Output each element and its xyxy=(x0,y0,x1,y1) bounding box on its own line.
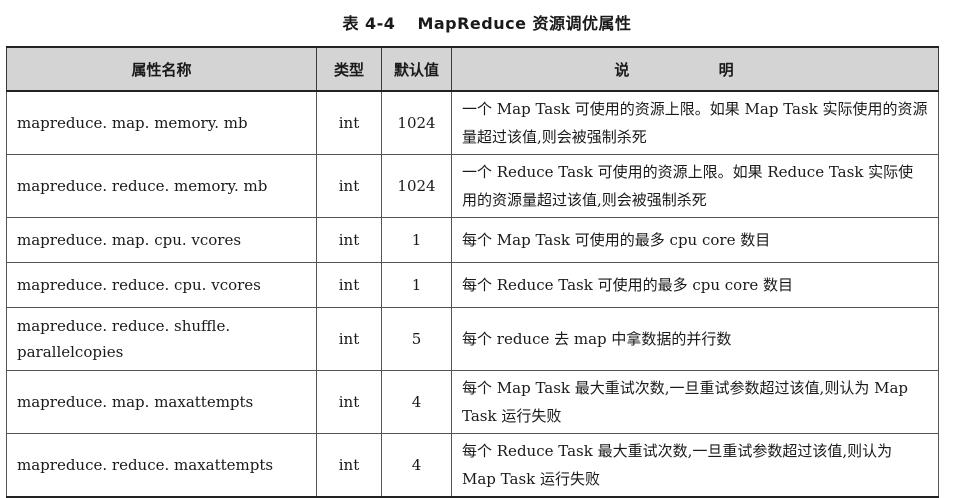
property-name: mapreduce. reduce. shuffle. parallelcopi… xyxy=(6,307,317,371)
property-description: 一个 Reduce Task 可使用的资源上限。如果 Reduce Task 实… xyxy=(451,154,939,218)
property-default: 4 xyxy=(381,433,452,498)
property-name: mapreduce. map. memory. mb xyxy=(6,90,317,155)
property-name: mapreduce. reduce. memory. mb xyxy=(6,154,317,218)
table-row: mapreduce. reduce. cpu. vcores int 1 每个 … xyxy=(6,262,939,308)
property-description: 每个 Reduce Task 可使用的最多 cpu core 数目 xyxy=(451,262,939,308)
property-description: 每个 Reduce Task 最大重试次数,一旦重试参数超过该值,则认为 Map… xyxy=(451,433,939,498)
property-default: 1024 xyxy=(381,154,452,218)
property-default: 1 xyxy=(381,262,452,308)
property-name: mapreduce. reduce. cpu. vcores xyxy=(6,262,317,308)
header-type: 类型 xyxy=(316,46,382,92)
table-row: mapreduce. map. memory. mb int 1024 一个 M… xyxy=(6,90,939,155)
property-description: 一个 Map Task 可使用的资源上限。如果 Map Task 实际使用的资源… xyxy=(451,90,939,155)
properties-table: 属性名称 类型 默认值 说 明 mapreduce. map. memory. … xyxy=(6,46,939,498)
property-type: int xyxy=(316,370,382,434)
property-default: 1024 xyxy=(381,90,452,155)
header-row: 属性名称 类型 默认值 说 明 xyxy=(6,46,939,92)
table-row: mapreduce. map. maxattempts int 4 每个 Map… xyxy=(6,370,939,434)
property-type: int xyxy=(316,262,382,308)
property-name: mapreduce. reduce. maxattempts xyxy=(6,433,317,498)
table-number: 表 4-4 xyxy=(342,14,396,33)
property-default: 1 xyxy=(381,217,452,263)
table-row: mapreduce. reduce. memory. mb int 1024 一… xyxy=(6,154,939,218)
property-type: int xyxy=(316,307,382,371)
property-description: 每个 Map Task 最大重试次数,一旦重试参数超过该值,则认为 Map Ta… xyxy=(451,370,939,434)
header-description: 说 明 xyxy=(451,46,939,92)
property-default: 4 xyxy=(381,370,452,434)
table-title: MapReduce 资源调优属性 xyxy=(417,14,632,33)
table-caption: 表 4-4 MapReduce 资源调优属性 xyxy=(0,10,974,34)
property-name: mapreduce. map. maxattempts xyxy=(6,370,317,434)
header-default: 默认值 xyxy=(381,46,452,92)
table-row: mapreduce. reduce. shuffle. parallelcopi… xyxy=(6,307,939,371)
property-description: 每个 Map Task 可使用的最多 cpu core 数目 xyxy=(451,217,939,263)
property-type: int xyxy=(316,90,382,155)
table-row: mapreduce. map. cpu. vcores int 1 每个 Map… xyxy=(6,217,939,263)
property-type: int xyxy=(316,433,382,498)
property-type: int xyxy=(316,154,382,218)
property-description: 每个 reduce 去 map 中拿数据的并行数 xyxy=(451,307,939,371)
property-default: 5 xyxy=(381,307,452,371)
property-name: mapreduce. map. cpu. vcores xyxy=(6,217,317,263)
table-row: mapreduce. reduce. maxattempts int 4 每个 … xyxy=(6,433,939,498)
header-name: 属性名称 xyxy=(6,46,317,92)
property-type: int xyxy=(316,217,382,263)
